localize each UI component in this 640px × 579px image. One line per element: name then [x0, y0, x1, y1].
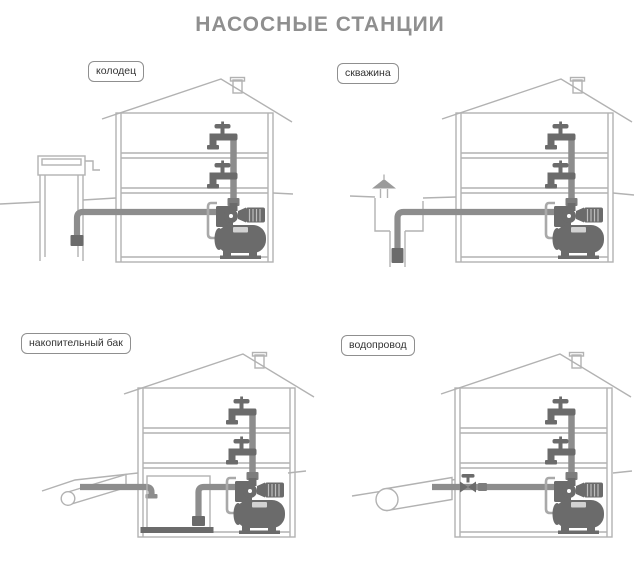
label-storage-tank: накопительный бак: [21, 333, 131, 354]
diagram-mains: [351, 351, 633, 538]
house-outline: [123, 351, 315, 538]
well-shaft: [37, 155, 100, 261]
foot-valve-icon: [192, 516, 205, 526]
tank-base: [140, 527, 214, 533]
pump-station-icon: [544, 201, 606, 261]
water-main-cylinder: [375, 476, 453, 512]
diagram-borehole: [349, 76, 635, 267]
pump-station-icon: [225, 476, 287, 536]
inlet-pipe: [80, 483, 155, 494]
borehole-pit: [372, 174, 424, 267]
riser-pipe: [568, 133, 575, 206]
diagram-well: [0, 76, 294, 263]
label-well: колодец: [88, 61, 145, 82]
suction-pipe: [195, 483, 237, 517]
label-borehole: скважина: [337, 63, 399, 84]
suction-pipe: [73, 208, 218, 237]
well-spout: [85, 160, 100, 171]
pump-station-icon: [206, 201, 268, 261]
foot-valve-icon: [70, 235, 84, 246]
suction-pipe: [394, 208, 556, 250]
inlet-spout: [145, 494, 158, 499]
riser-pipe: [230, 133, 237, 206]
diagram-storage-tank: [41, 351, 315, 538]
riser-pipe: [249, 408, 256, 480]
pump-station-icon: [544, 476, 606, 536]
submersible-pump-icon: [391, 248, 404, 263]
ground-line: [41, 470, 307, 492]
ground-line: [0, 192, 294, 205]
valve-icon: [460, 474, 487, 493]
label-mains: водопровод: [341, 335, 415, 356]
ground-line: [349, 192, 635, 199]
page-title: НАСОСНЫЕ СТАНЦИИ: [195, 13, 445, 36]
vent-cap-icon: [372, 179, 396, 189]
house-outline: [441, 76, 633, 263]
riser-pipe: [568, 408, 575, 480]
